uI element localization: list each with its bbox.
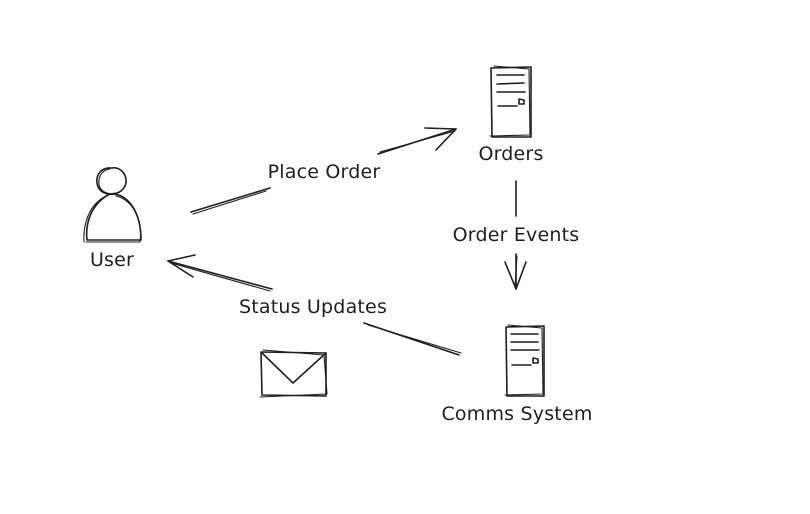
order-events-arrow bbox=[504, 180, 527, 290]
place-order-arrow bbox=[190, 127, 457, 215]
edge-label-place-order: Place Order bbox=[267, 161, 381, 183]
node-label-user: User bbox=[89, 249, 135, 271]
comms-server-icon bbox=[504, 324, 545, 397]
edge-label-order-events: Order Events bbox=[452, 224, 580, 246]
orders-server-icon bbox=[489, 65, 532, 138]
node-label-comms-system: Comms System bbox=[441, 403, 593, 425]
status-updates-arrow bbox=[167, 254, 462, 356]
node-label-orders: Orders bbox=[478, 143, 544, 165]
envelope-icon bbox=[259, 349, 328, 398]
edge-label-status-updates: Status Updates bbox=[238, 296, 388, 318]
person-icon bbox=[83, 167, 142, 243]
